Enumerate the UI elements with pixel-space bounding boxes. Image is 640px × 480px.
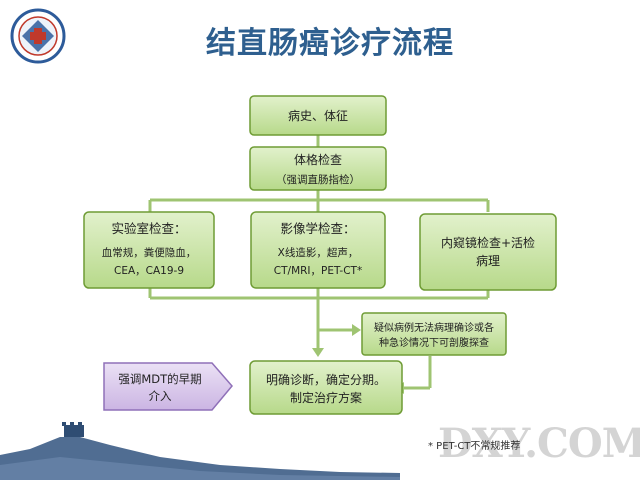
lab-test-box [83,211,215,289]
lab-test-line-1: 血常规，粪便隐血， [102,246,197,259]
physical-exam-box [249,146,387,191]
diagnosis-line-1: 明确诊断，确定分期。 [266,372,386,387]
exploratory-surgery-box [361,312,507,356]
endoscopy-line-1: 内窥镜检查+活检 [441,235,535,250]
lab-test-line-2: CEA，CA19-9 [114,265,184,277]
history-label: 病史、体征 [288,108,348,123]
arrowhead-to-diagnosis [312,348,324,357]
exploratory-surgery-line-2: 种急诊情况下可剖腹探查 [379,336,489,349]
physical-exam-note: （强调直肠指检） [276,173,360,186]
endoscopy-box [419,213,557,291]
page-title: 结直肠癌诊疗流程 [206,26,454,61]
mdt-line-1: 强调MDT的早期 [118,372,201,386]
physical-exam-label: 体格检查 [294,152,342,167]
watermark: DXY.COM [438,420,640,467]
lab-test-title: 实验室检查： [111,221,186,236]
mdt-line-2: 介入 [149,389,172,403]
endoscopy-line-2: 病理 [476,253,500,268]
mdt-arrow-box [103,362,233,411]
great-wall-decoration [0,422,400,480]
diagnosis-box [249,360,403,415]
imaging-title: 影像学检查： [280,221,355,236]
history-box [249,95,387,136]
imaging-line-1: X线造影，超声， [278,246,359,259]
connectors [148,135,490,390]
imaging-line-2: CT/MRI，PET-CT* [274,265,362,277]
arrowhead-to-explore [352,324,361,336]
footnote: * PET-CT不常规推荐 [428,441,521,452]
imaging-box [250,211,386,289]
diagnosis-line-2: 制定治疗方案 [290,390,362,405]
hospital-logo [10,8,66,64]
exploratory-surgery-line-1: 疑似病例无法病理确诊或各 [374,321,494,334]
